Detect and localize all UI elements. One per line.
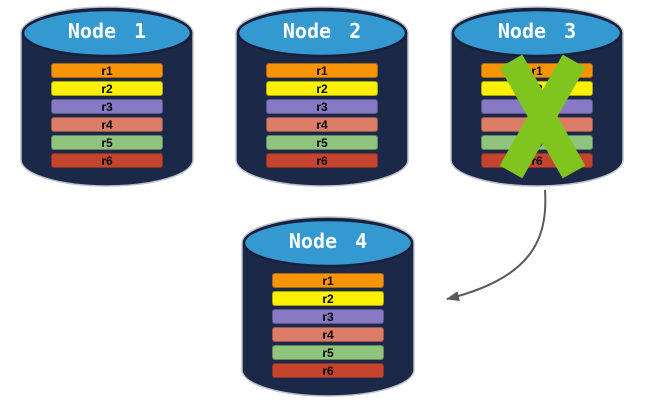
row-r6: r6: [272, 363, 384, 378]
row-r4: r4: [266, 117, 378, 132]
row-r4: r4: [272, 327, 384, 342]
row-r5: r5: [51, 135, 163, 150]
row-r1: r1: [51, 63, 163, 78]
row-r4: r4: [51, 117, 163, 132]
row-r3: r3: [272, 309, 384, 324]
row-r3: r3: [51, 99, 163, 114]
node-2: Node 2 r1 r2 r3 r4 r5 r6: [235, 6, 409, 187]
row-r6: r6: [266, 153, 378, 168]
node-3: Node 3 r1 r2 r3 r4 r5 r6: [450, 6, 624, 187]
row-list: r1 r2 r3 r4 r5 r6: [51, 63, 163, 171]
node-title: Node 4: [288, 229, 368, 253]
row-r1: r1: [266, 63, 378, 78]
row-r2: r2: [266, 81, 378, 96]
row-r5: r5: [272, 345, 384, 360]
node-title: Node 1: [67, 19, 147, 43]
node-1: Node 1 r1 r2 r3 r4 r5 r6: [20, 6, 194, 187]
row-r3: r3: [266, 99, 378, 114]
failure-x-icon: [499, 54, 586, 179]
row-list: r1 r2 r3 r4 r5 r6: [266, 63, 378, 171]
node-title: Node 3: [497, 19, 577, 43]
row-r5: r5: [266, 135, 378, 150]
row-r2: r2: [272, 291, 384, 306]
node-title: Node 2: [282, 19, 362, 43]
row-list: r1 r2 r3 r4 r5 r6: [272, 273, 384, 381]
row-r1: r1: [272, 273, 384, 288]
row-r2: r2: [51, 81, 163, 96]
row-r6: r6: [51, 153, 163, 168]
node-4: Node 4 r1 r2 r3 r4 r5 r6: [241, 216, 415, 397]
failover-arrow: [446, 189, 547, 302]
